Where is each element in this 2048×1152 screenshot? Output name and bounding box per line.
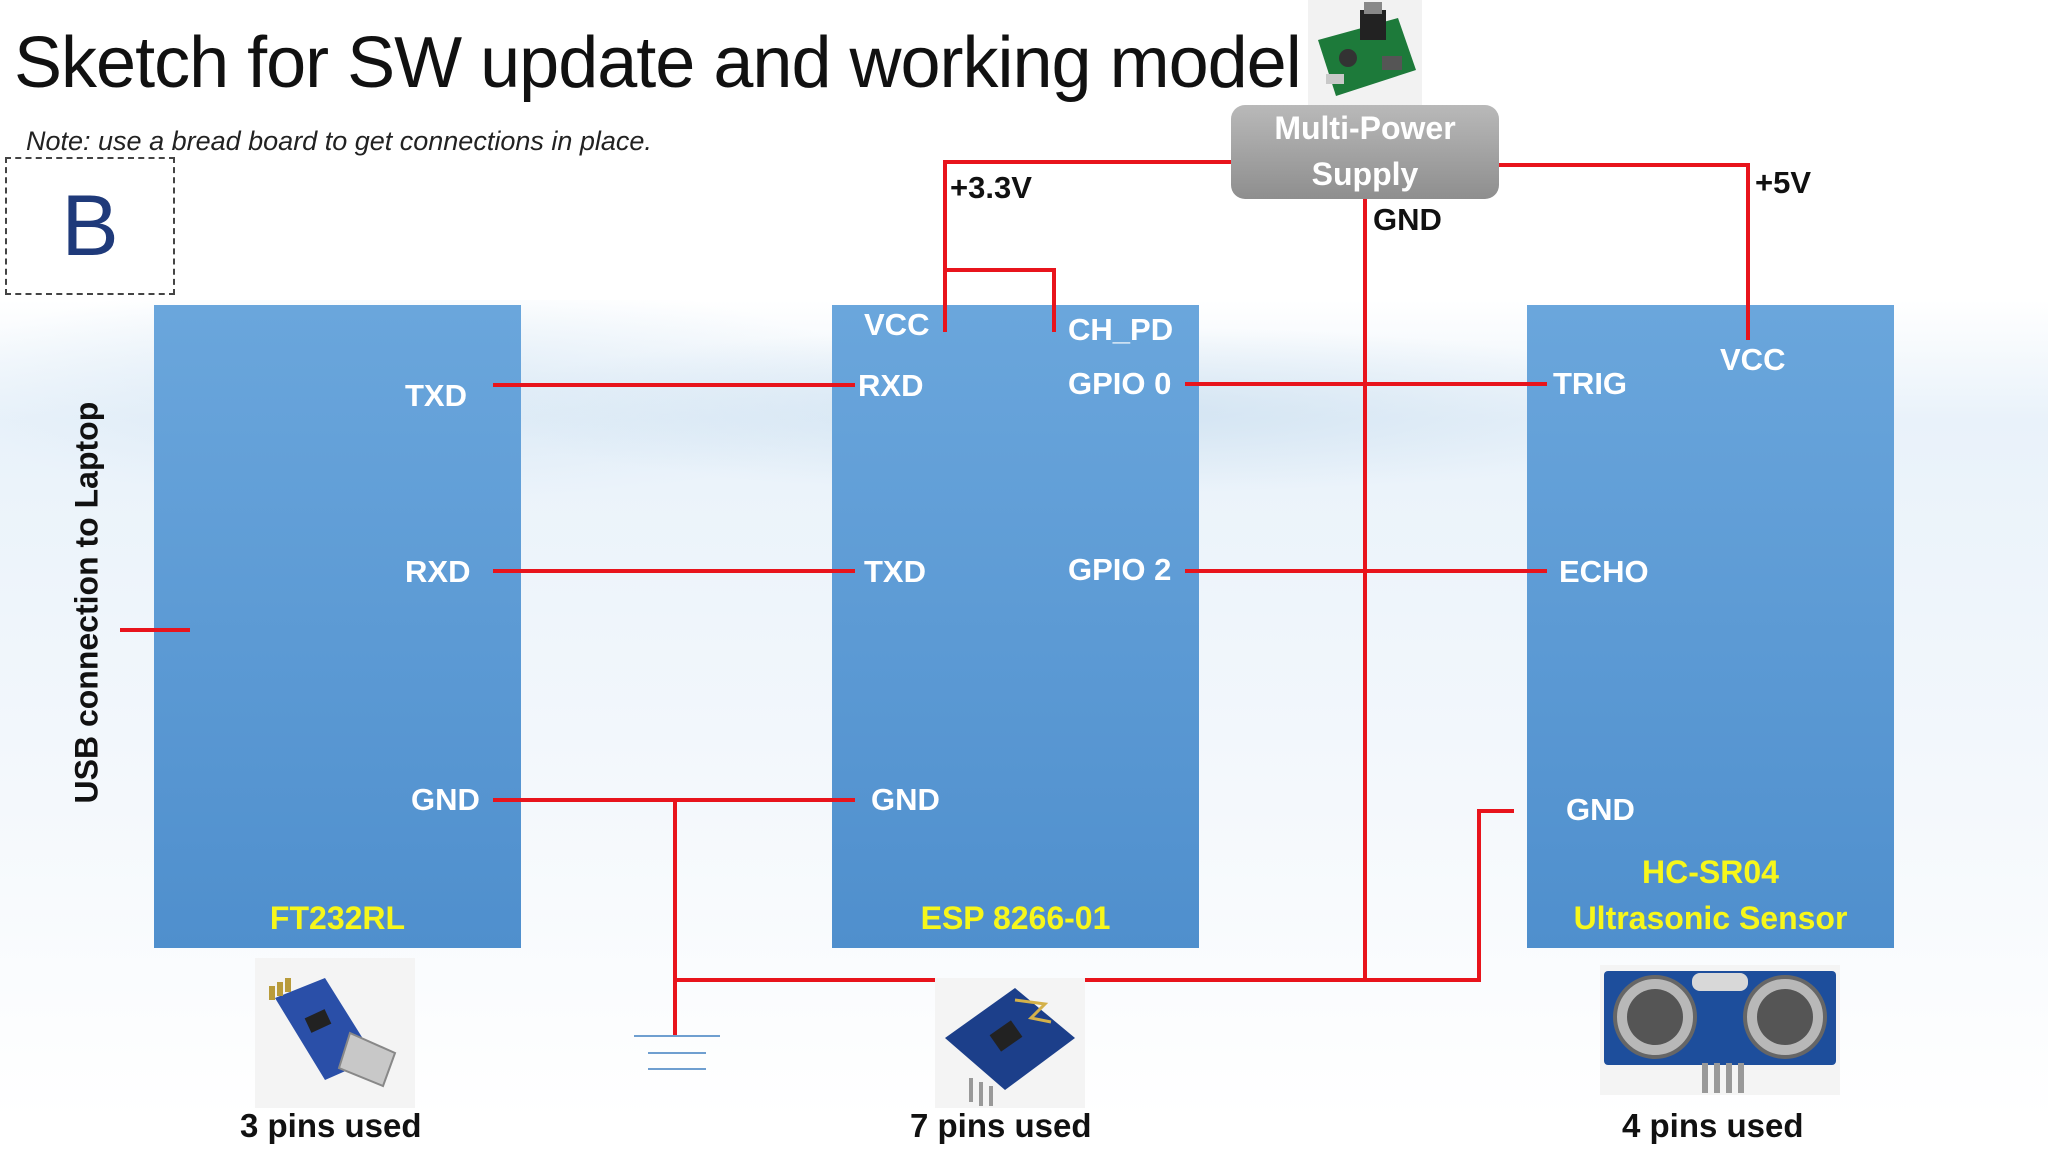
ft232-gnd-pin: GND [411, 782, 480, 817]
psu-label-line1: Multi-Power [1274, 110, 1456, 146]
hcsr04-vcc-pin: VCC [1720, 342, 1786, 377]
hcsr04-name-line1: HC-SR04 [1642, 854, 1779, 890]
usb-serial-adapter-photo-icon [255, 958, 415, 1108]
ft232-pins-used: 3 pins used [240, 1107, 422, 1144]
variant-label-box: B [5, 157, 175, 295]
esp-vcc-pin: VCC [864, 307, 930, 342]
esp-pins-used: 7 pins used [910, 1107, 1092, 1144]
hcsr04-name-line2: Ultrasonic Sensor [1573, 900, 1848, 936]
wire-ch-pd [945, 268, 1056, 332]
power-board-photo-icon [1308, 0, 1422, 108]
ft232-rxd-pin: RXD [405, 554, 471, 589]
wire-gnd-bus [675, 809, 1514, 982]
ft232-txd-pin: TXD [405, 378, 467, 413]
breadboard-note: Note: use a bread board to get connectio… [26, 126, 652, 156]
hcsr04-gnd-pin: GND [1566, 792, 1635, 827]
esp-gpio2-pin: GPIO 2 [1068, 552, 1172, 587]
esp-rxd-pin: RXD [858, 368, 924, 403]
esp-ch-pd-pin: CH_PD [1068, 312, 1174, 347]
page-title: Sketch for SW update and working model [14, 23, 1302, 103]
esp8266-module-photo-icon [935, 978, 1085, 1108]
multi-power-supply: Multi-Power Supply [1231, 105, 1499, 199]
wire-5v [1499, 163, 1750, 340]
hcsr04-echo-pin: ECHO [1559, 554, 1649, 589]
esp-gnd-pin: GND [871, 782, 940, 817]
hcsr04-trig-pin: TRIG [1553, 366, 1628, 401]
esp-txd-pin: TXD [864, 554, 926, 589]
wire-3v3 [943, 160, 1231, 332]
rail-gnd-label: GND [1373, 202, 1442, 237]
esp-name: ESP 8266-01 [920, 900, 1111, 936]
variant-label: B [61, 177, 119, 274]
ultrasonic-sensor-photo-icon [1600, 965, 1840, 1095]
ft232-name: FT232RL [269, 900, 406, 936]
rail-3v3-label: +3.3V [950, 170, 1032, 205]
hcsr04-pins-used: 4 pins used [1622, 1107, 1804, 1144]
esp8266-module [832, 305, 1199, 948]
hcsr04-module [1527, 305, 1894, 948]
ft232rl-module [154, 305, 521, 948]
esp-gpio0-pin: GPIO 0 [1068, 366, 1172, 401]
psu-label-line2: Supply [1311, 156, 1419, 192]
rail-5v-label: +5V [1755, 165, 1812, 200]
usb-connection-label: USB connection to Laptop [68, 401, 105, 804]
